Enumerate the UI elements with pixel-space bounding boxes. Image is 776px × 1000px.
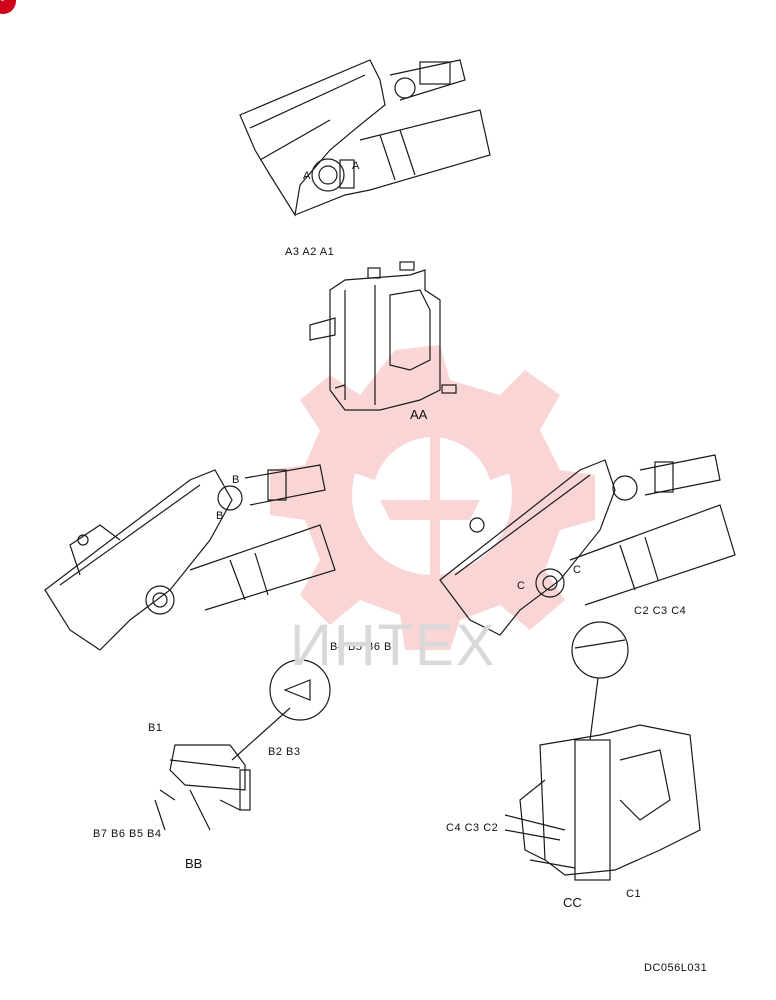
section-a-arm xyxy=(239,59,491,217)
section-c-detail xyxy=(504,621,701,881)
section-b-detail xyxy=(154,659,331,831)
section-b-arm xyxy=(44,464,336,651)
watermark-logo xyxy=(270,345,595,650)
view-title-cc: CC xyxy=(563,895,582,910)
callout-c1: C1 xyxy=(626,888,642,900)
label-b-top: B xyxy=(232,474,240,486)
view-title-bb: BB xyxy=(185,856,203,871)
callout-b7-b4: B7 B6 B5 B4 xyxy=(93,828,162,840)
section-c-arm xyxy=(439,454,736,636)
label-a-left: A xyxy=(303,170,311,182)
callout-a3-a2-a1: A3 A2 A1 xyxy=(285,246,335,258)
view-title-aa: AA xyxy=(410,407,428,422)
callout-b4-b7: B4 B5 B6 B7 xyxy=(330,641,399,653)
callout-c2-c4: C2 C3 C4 xyxy=(634,605,687,617)
label-c-left: C xyxy=(517,580,526,592)
callout-b1: B1 xyxy=(148,722,163,734)
callout-b2-b3: B2 B3 xyxy=(268,746,301,758)
callout-c4-c2: C4 C3 C2 xyxy=(446,822,499,834)
label-a-right: A xyxy=(352,160,360,172)
section-a-detail xyxy=(309,261,457,411)
label-c-right: C xyxy=(573,564,582,576)
drawing-code: DC056L031 xyxy=(644,962,708,974)
watermark-text: ИНТЕХ xyxy=(290,613,497,678)
label-b-bottom: B xyxy=(216,510,224,522)
